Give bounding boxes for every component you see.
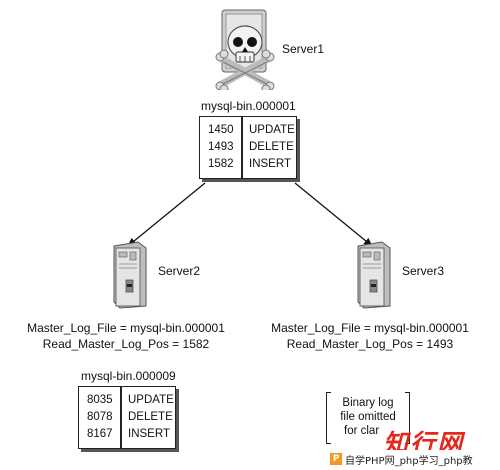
- column-divider: [120, 387, 122, 448]
- server1-positions: 1450 1493 1582: [208, 117, 234, 178]
- server3-name: Server3: [402, 264, 445, 278]
- table-row: 1493: [208, 141, 234, 153]
- server2-binlog-name: mysql-bin.000009: [81, 369, 176, 383]
- table-row: INSERT: [128, 428, 170, 440]
- watermark-footer: P 自学PHP网_php学习_php教: [330, 450, 500, 468]
- table-row: 8167: [87, 428, 113, 440]
- server2-positions: 8035 8078 8167: [87, 387, 113, 448]
- arrow-to-server2: [127, 182, 206, 247]
- omitted-line: file omitted: [340, 411, 396, 423]
- server3-read-master-log-pos: Read_Master_Log_Pos = 1493: [286, 337, 454, 351]
- server2-binlog-table: 8035 8078 8167 UPDATE DELETE INSERT: [78, 386, 176, 449]
- server1-name: Server1: [282, 42, 325, 56]
- server-tower-icon: [113, 241, 147, 309]
- skull-crossbones-server-icon: [215, 9, 275, 90]
- table-row: INSERT: [249, 158, 291, 170]
- server1-binlog-name: mysql-bin.000001: [201, 99, 296, 113]
- omitted-line: Binary log: [342, 397, 394, 409]
- server2-name: Server2: [158, 264, 201, 278]
- server1-binlog-table: 1450 1493 1582 UPDATE DELETE INSERT: [199, 116, 297, 179]
- table-row: 1450: [208, 124, 234, 136]
- server1-operations: UPDATE DELETE INSERT: [249, 117, 295, 178]
- table-row: 1582: [208, 158, 234, 170]
- table-row: DELETE: [128, 411, 173, 423]
- server2-operations: UPDATE DELETE INSERT: [128, 387, 174, 448]
- bracket-left: [326, 392, 331, 444]
- php-badge-icon: P: [330, 453, 342, 465]
- bracket-right: [405, 392, 410, 444]
- table-row: UPDATE: [128, 394, 174, 406]
- table-row: 8035: [87, 394, 113, 406]
- server3-master-log-file: Master_Log_File = mysql-bin.000001: [271, 321, 469, 335]
- table-row: 8078: [87, 411, 113, 423]
- omitted-line: for clar: [344, 425, 380, 437]
- column-divider: [241, 117, 243, 178]
- table-row: DELETE: [249, 141, 294, 153]
- server2-master-log-file: Master_Log_File = mysql-bin.000001: [27, 321, 225, 335]
- table-row: UPDATE: [249, 124, 295, 136]
- watermark-footer-text: 自学PHP网_php学习_php教: [345, 455, 473, 467]
- arrow-to-server3: [294, 182, 373, 247]
- server2-read-master-log-pos: Read_Master_Log_Pos = 1582: [42, 337, 210, 351]
- server3-omitted-binlog-note: Binary log file omitted for clar: [326, 392, 410, 444]
- server-tower-icon: [357, 241, 391, 309]
